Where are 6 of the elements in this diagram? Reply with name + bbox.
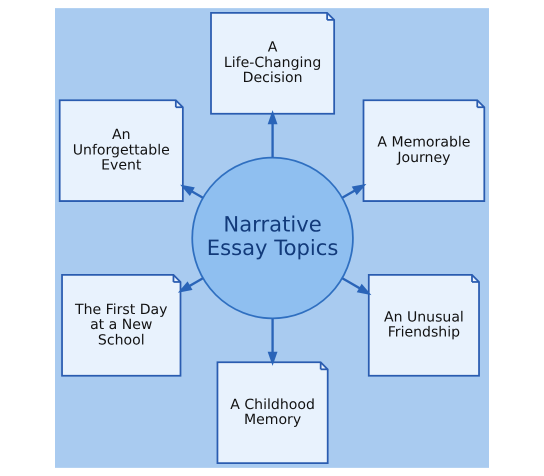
arrow: [268, 318, 278, 366]
arrow: [178, 277, 204, 293]
arrow: [342, 184, 366, 199]
arrow: [342, 277, 372, 296]
arrow: [268, 110, 278, 158]
arrow: [180, 184, 204, 199]
